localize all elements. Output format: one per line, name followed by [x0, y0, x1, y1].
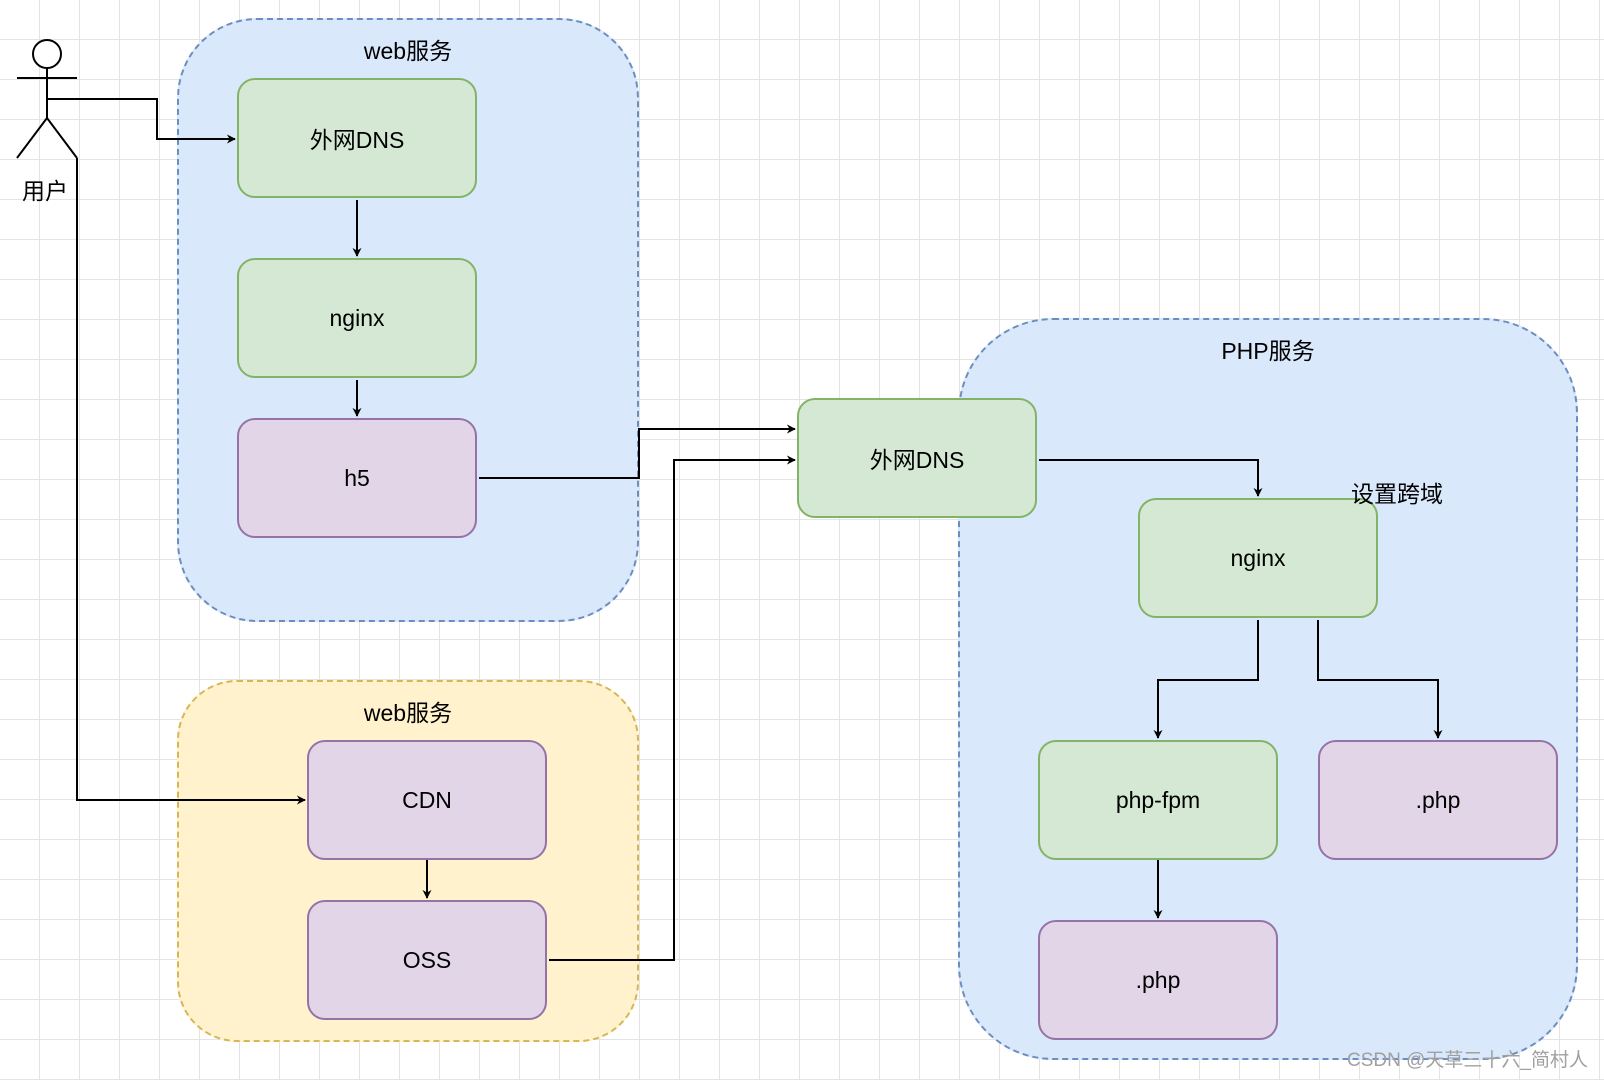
user-actor-label: 用户 — [22, 178, 68, 204]
php-service-group-title: PHP服务 — [1221, 338, 1315, 364]
web-dns-node[interactable]: 外网DNS — [237, 78, 477, 198]
php-fpm-node[interactable]: php-fpm — [1038, 740, 1278, 860]
cors-annotation: 设置跨域 — [1351, 481, 1443, 507]
php-file-bottom-node[interactable]: .php — [1038, 920, 1278, 1040]
cdn-node[interactable]: CDN — [307, 740, 547, 860]
web-nginx-label: nginx — [329, 304, 385, 331]
h5-label: h5 — [344, 464, 370, 491]
php-nginx-label: nginx — [1230, 544, 1286, 571]
edge-user-to-cdn — [76, 158, 306, 805]
oss-label: OSS — [402, 946, 452, 973]
edge-user-to-web-dns — [47, 98, 236, 144]
web-service-group-top-title: web服务 — [363, 38, 453, 64]
php-file-right-label: .php — [1415, 786, 1461, 813]
edge-nginx-to-php-file — [1317, 620, 1443, 739]
web-dns-label: 外网DNS — [309, 127, 405, 153]
cdn-label: CDN — [402, 786, 452, 813]
user-actor-icon[interactable] — [16, 39, 78, 159]
php-nginx-node[interactable]: nginx — [1138, 498, 1378, 618]
h5-node[interactable]: h5 — [237, 418, 477, 538]
web-nginx-node[interactable]: nginx — [237, 258, 477, 378]
csdn-watermark: CSDN @天草三十六_简村人 — [1347, 1050, 1588, 1071]
php-dns-node[interactable]: 外网DNS — [797, 398, 1037, 518]
php-file-right-node[interactable]: .php — [1318, 740, 1558, 860]
edge-h5-to-php-dns — [479, 424, 796, 479]
php-dns-label: 外网DNS — [869, 447, 965, 473]
edge-nginx-to-php-fpm — [1153, 620, 1259, 739]
web-service-group-bottom-title: web服务 — [363, 700, 453, 726]
edge-php-dns-to-nginx — [1039, 459, 1263, 497]
edge-oss-to-php-dns — [549, 455, 796, 961]
php-file-bottom-label: .php — [1135, 966, 1181, 993]
oss-node[interactable]: OSS — [307, 900, 547, 1020]
php-fpm-label: php-fpm — [1115, 786, 1201, 813]
